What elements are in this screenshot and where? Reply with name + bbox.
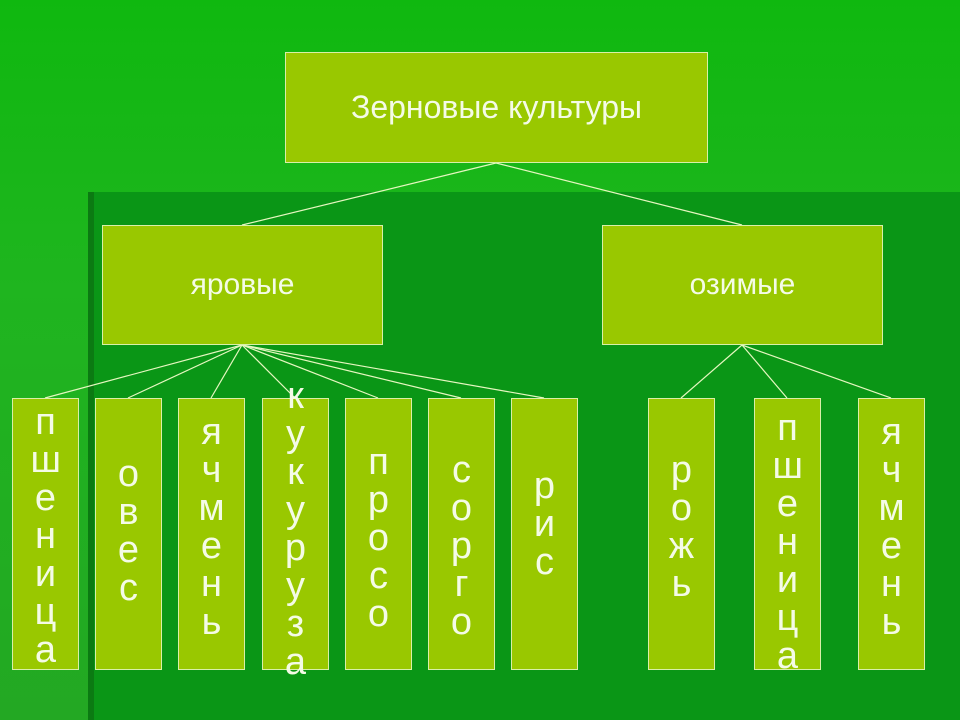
root-label: Зерновые культуры	[350, 89, 643, 125]
connector-line	[241, 344, 462, 399]
connector-line	[241, 344, 379, 399]
connector-line	[495, 162, 743, 226]
leaf-node: ячмень	[178, 398, 245, 670]
leaf-node: ячмень	[858, 398, 925, 670]
leaf-word: сорго	[450, 449, 473, 643]
connector-line	[44, 344, 243, 399]
leaf-node: пшеница	[754, 398, 821, 675]
connector-line	[127, 344, 243, 399]
connector-line	[241, 344, 545, 399]
leaf-node: пшеница	[12, 398, 79, 670]
leaf-word: ячмень	[878, 411, 905, 643]
connector-line	[741, 344, 788, 399]
root-node: Зерновые культуры	[285, 52, 708, 163]
leaf-node: овес	[95, 398, 162, 670]
leaf-word: пшеница	[772, 407, 804, 677]
leaf-word: ячмень	[198, 411, 225, 643]
connector-line	[210, 344, 243, 399]
leaf-word: овес	[117, 453, 140, 609]
connector-line	[680, 344, 743, 399]
group-node-winter: озимые	[602, 225, 883, 345]
group-label: яровые	[190, 268, 295, 301]
connector-line	[241, 162, 497, 226]
leaf-node: просо	[345, 398, 412, 670]
leaf-word: пшеница	[30, 401, 62, 671]
leaf-word: просо	[367, 441, 390, 635]
leaf-node: рис	[511, 398, 578, 670]
leaf-word: рис	[533, 465, 556, 583]
panel-edge	[88, 192, 94, 720]
group-node-spring: яровые	[102, 225, 383, 345]
connector-line	[241, 344, 296, 399]
leaf-word: кукуруза	[284, 375, 307, 683]
leaf-node: рожь	[648, 398, 715, 670]
leaf-node: кукуруза	[262, 377, 329, 681]
leaf-word: рожь	[668, 449, 695, 605]
connector-line	[741, 344, 892, 399]
leaf-node: сорго	[428, 398, 495, 670]
group-label: озимые	[689, 268, 796, 301]
